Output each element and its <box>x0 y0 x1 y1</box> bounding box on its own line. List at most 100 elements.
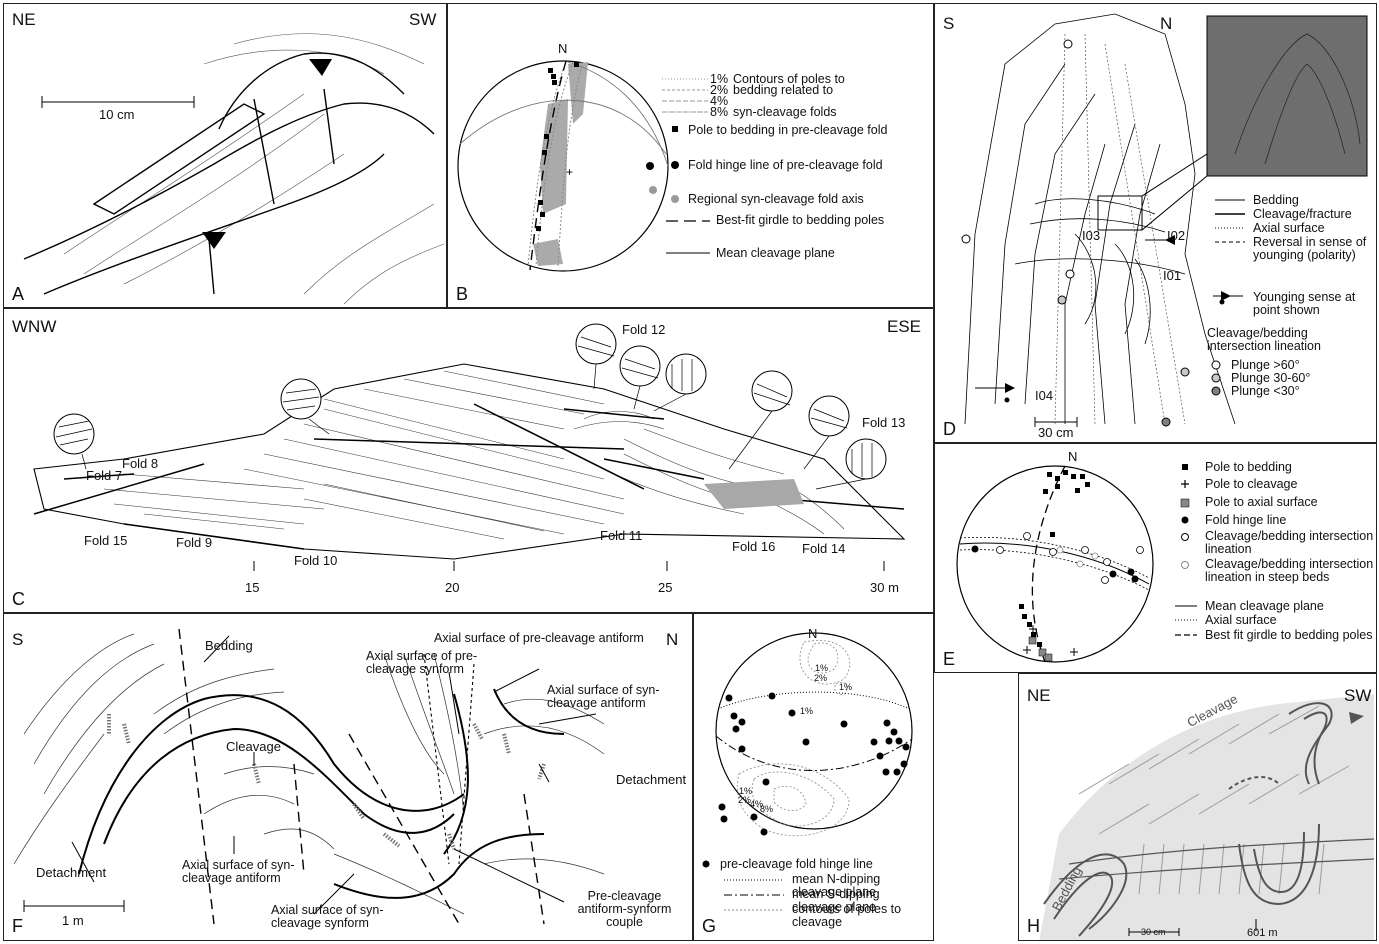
panel-letter: C <box>12 589 25 610</box>
fold-inset <box>752 371 792 411</box>
panel-h: NE SW Cleavage Bedding 30 cm 601 m H <box>1018 673 1377 941</box>
north-label: N <box>808 627 817 641</box>
north-label: N <box>1068 450 1077 464</box>
site-label: I03 <box>1082 229 1100 243</box>
axis-tick-label: 20 <box>445 581 459 595</box>
legend-text: Pole to axial surface <box>1205 496 1318 509</box>
legend-text: Cleavage/bedding intersection lineation <box>1205 530 1375 556</box>
axial-surface-label: Axial surface of syn-cleavage antiform <box>182 859 312 885</box>
outcrop-photo <box>1207 16 1367 176</box>
contour-label: 1% <box>839 683 852 692</box>
panel-letter: D <box>943 419 956 440</box>
legend-text: Axial surface <box>1205 614 1277 627</box>
direction-label-right: N <box>1160 14 1172 34</box>
axial-surface-label: Axial surface of pre-cleavage synform <box>366 650 486 676</box>
axial-surface-label: Axial surface of syn-cleavage synform <box>271 904 391 930</box>
direction-label-right: SW <box>1344 686 1371 706</box>
panel-b: + N 1% Contours of poles to 2% bedding r… <box>447 3 934 308</box>
panel-letter: B <box>456 284 468 305</box>
site-label: I04 <box>1035 389 1053 403</box>
fold-label: Fold 15 <box>84 534 127 548</box>
legend-text: Pole to bedding in pre-cleavage fold <box>688 124 923 137</box>
scale-label: 10 cm <box>99 108 134 122</box>
younging-triangle <box>202 232 226 249</box>
fold-label: Fold 9 <box>176 536 212 550</box>
legend-text: Fold hinge line of pre-cleavage fold <box>688 159 923 172</box>
panel-c: WNW ESE Fold 7 Fold 8 Fold 15 Fold 9 Fol… <box>3 308 934 613</box>
cleavage-label: Cleavage <box>226 740 281 754</box>
fold-inset <box>620 346 660 386</box>
legend-pct: 8% <box>710 106 728 119</box>
legend-text: Pole to bedding <box>1205 461 1292 474</box>
legend-text: Bedding <box>1253 194 1299 207</box>
direction-label-right: SW <box>409 10 436 30</box>
fold-label: Fold 8 <box>122 457 158 471</box>
scale-label: 30 cm <box>1141 928 1166 937</box>
legend-text: Regional syn-cleavage fold axis <box>688 193 923 206</box>
fold-label: Fold 16 <box>732 540 775 554</box>
axial-surface-label: Axial surface of pre-cleavage antiform <box>434 632 644 645</box>
axial-surface-label: Axial surface of syn-cleavage antiform <box>547 684 667 710</box>
legend-text: Best fit girdle to bedding poles <box>1205 629 1375 642</box>
legend-text: Axial surface <box>1253 222 1325 235</box>
fold-label: Fold 11 <box>600 529 642 543</box>
fold-label: Fold 13 <box>862 416 905 430</box>
axis-tick-label: 15 <box>245 581 259 595</box>
fold-label: Fold 10 <box>294 554 337 568</box>
bedding-label: Bedding <box>205 639 253 653</box>
legend-text: Younging sense at point shown <box>1253 291 1368 317</box>
legend-text: Plunge <30° <box>1231 385 1300 398</box>
direction-label-left: S <box>12 630 23 650</box>
direction-label-left: S <box>943 14 954 34</box>
younging-triangle <box>309 59 332 76</box>
detachment-label: Detachment <box>616 773 686 787</box>
legend-text: pre-cleavage fold hinge line <box>720 858 873 871</box>
bedding-pole-markers <box>1019 470 1090 647</box>
contour-label: 2% <box>814 674 827 683</box>
fold-label: Fold 12 <box>622 323 665 337</box>
panel-letter: H <box>1027 916 1040 937</box>
fold-inset <box>576 324 616 364</box>
legend-text: Pole to cleavage <box>1205 478 1297 491</box>
panel-letter: G <box>702 916 716 937</box>
panel-letter: E <box>943 649 955 670</box>
legend-text: Mean cleavage plane <box>1205 600 1324 613</box>
site-label: I02 <box>1167 229 1185 243</box>
fold-axis-marker <box>649 186 657 194</box>
direction-label-right: ESE <box>887 317 921 337</box>
direction-label-left: NE <box>1027 686 1051 706</box>
legend-text: Reversal in sense of younging (polarity) <box>1253 236 1373 262</box>
fold-inset <box>809 396 849 436</box>
hinge-line-marker <box>646 162 654 170</box>
legend-text: Mean cleavage plane <box>716 247 835 260</box>
fold-label: Fold 14 <box>802 542 845 556</box>
fold-inset <box>281 379 321 419</box>
axis-tick-label: 25 <box>658 581 672 595</box>
legend-text: Fold hinge line <box>1205 514 1286 527</box>
direction-label-left: WNW <box>12 317 56 337</box>
detachment-label: Detachment <box>36 866 106 880</box>
contour-label: 8% <box>760 805 773 814</box>
panel-g: N 1% 2% 1% 1% 1% 2% 4% 8% pre-cleavage f… <box>693 613 934 941</box>
panel-a: NE SW 10 cm A <box>3 3 447 308</box>
fold-label: Fold 7 <box>86 469 122 483</box>
legend-title: Cleavage/bedding intersection lineation <box>1207 327 1367 353</box>
panel-f: S N Bedding Cleavage Detachment Detachme… <box>3 613 693 941</box>
legend-text: bedding related to <box>733 84 833 97</box>
north-label: N <box>558 42 567 56</box>
panel-d: S N I03 I02 I01 I04 30 cm Bedding Cleava… <box>934 3 1377 443</box>
scale-label: 1 m <box>62 914 84 928</box>
site-label: I01 <box>1163 269 1181 283</box>
legend-text: Cleavage/bedding intersection lineation … <box>1205 558 1375 584</box>
panel-letter: A <box>12 284 24 305</box>
contour-label: 1% <box>800 707 813 716</box>
legend-text: Cleavage/fracture <box>1253 208 1352 221</box>
couple-label: Pre-cleavage antiform-synform couple <box>562 890 687 929</box>
legend-text: syn-cleavage folds <box>733 106 837 119</box>
fold-inset <box>54 414 94 454</box>
svg-text:+: + <box>566 165 573 179</box>
panel-a-sketch <box>4 4 447 308</box>
panel-b-stereonet: + <box>448 4 934 308</box>
scale-label: 30 cm <box>1038 426 1073 440</box>
direction-label-left: NE <box>12 10 36 30</box>
